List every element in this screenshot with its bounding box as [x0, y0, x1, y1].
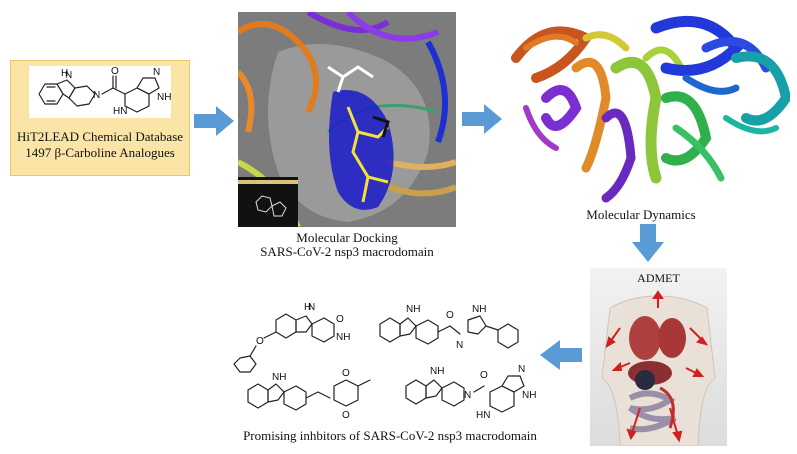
docking-caption-2: SARS-CoV-2 nsp3 macrodomain [238, 244, 456, 259]
m4-hn-label: HN [476, 410, 490, 421]
admet-image: ADMET [590, 268, 727, 446]
database-subtitle: 1497 β-Carboline Analogues [11, 145, 189, 160]
m1-nh2-label: NH [336, 332, 350, 343]
m2-nh-label: NH [406, 304, 420, 315]
o-label: O [111, 66, 119, 77]
n-imid-label: N [153, 67, 160, 78]
m2-n-label: N [456, 340, 463, 351]
m2-triazole-label: NH [472, 304, 486, 315]
docking-image [238, 12, 456, 227]
dynamics-caption: Molecular Dynamics [566, 207, 716, 222]
m2-o-label: O [446, 310, 454, 321]
n-amide-label: N [93, 90, 100, 101]
database-box: H N N O HN N NH HiT2LEAD Chemical Databa… [10, 60, 190, 176]
admet-label: ADMET [590, 271, 727, 286]
arrow-right-2 [462, 104, 502, 134]
m4-n-label: N [464, 390, 471, 401]
hn-label: HN [113, 106, 127, 117]
dynamics-image [506, 8, 790, 204]
arrow-right-1 [194, 106, 234, 136]
inhibitor-3: NH O O [248, 368, 370, 421]
inhibitor-2: NH O N NH [380, 304, 518, 351]
inhibitor-4: NH N O HN N NH [406, 364, 536, 421]
m4-nh2-label: NH [522, 390, 536, 401]
m3-o2-label: O [342, 410, 350, 421]
m3-o-label: O [342, 368, 350, 379]
nh-imid-label: NH [157, 92, 171, 103]
inhibitor-1: H N O NH O [234, 302, 350, 372]
m1-o-label: O [336, 314, 344, 325]
m1-n-label: N [308, 302, 315, 313]
docking-caption-1: Molecular Docking [238, 230, 456, 245]
arrow-down [632, 224, 664, 262]
m4-n2-label: N [518, 364, 525, 375]
m3-nh-label: NH [272, 372, 286, 383]
m4-o-label: O [480, 370, 488, 381]
database-structure: H N N O HN N NH [25, 64, 175, 120]
m1-o2-label: O [256, 336, 264, 347]
m4-nh-label: NH [430, 366, 444, 377]
inhibitor-structures: H N O NH O NH O N NH NH O O [228, 294, 558, 424]
inhibitors-caption: Promising inhbitors of SARS-CoV-2 nsp3 m… [200, 428, 580, 443]
n-label: N [65, 70, 72, 81]
database-title: HiT2LEAD Chemical Database [11, 129, 189, 144]
